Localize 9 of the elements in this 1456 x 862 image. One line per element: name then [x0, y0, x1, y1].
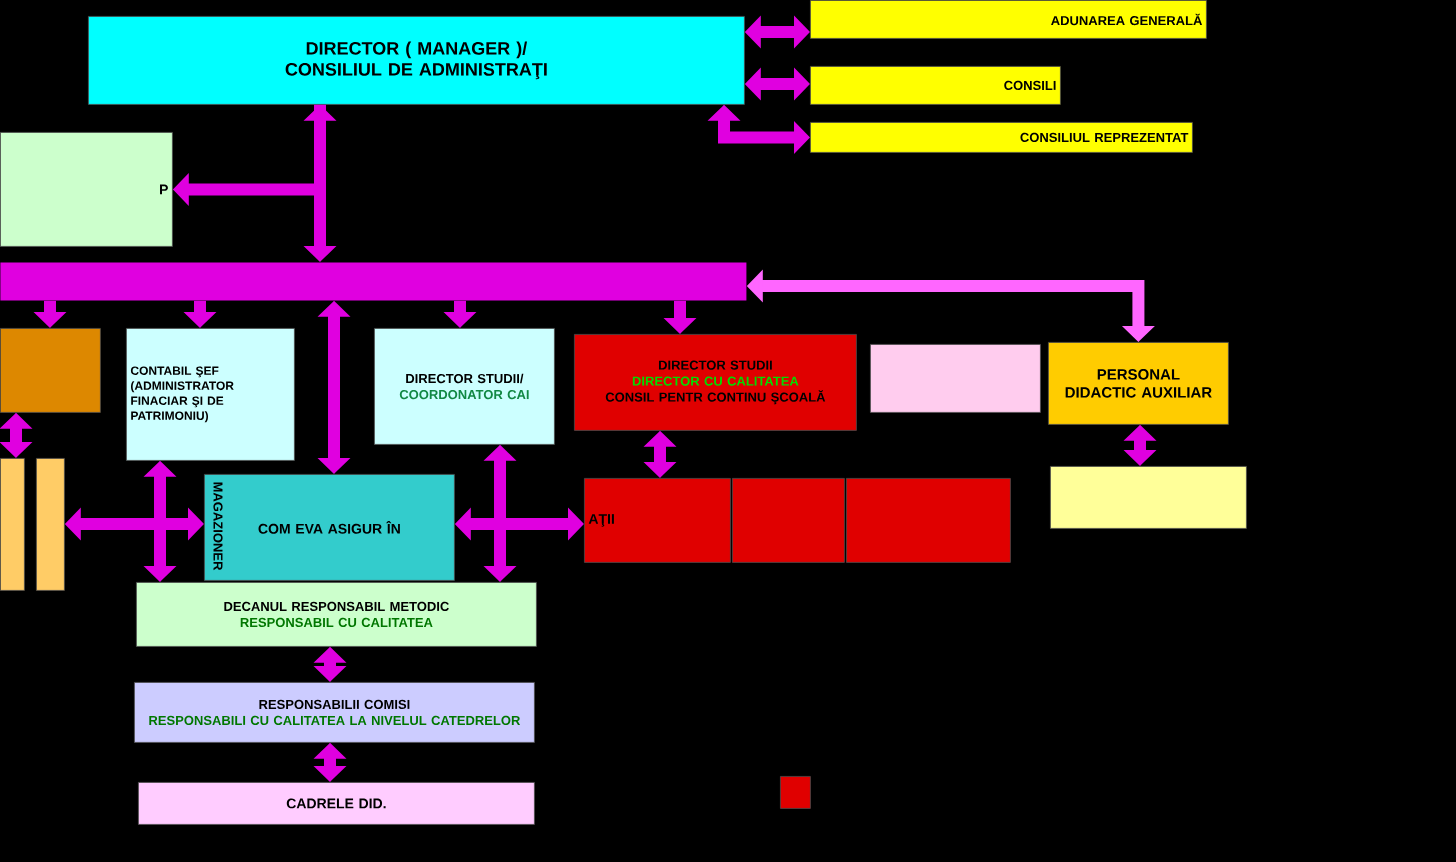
org-box: [0, 328, 101, 413]
org-box: [36, 458, 65, 591]
org-box: [846, 478, 1011, 563]
square-marker: [780, 776, 811, 809]
org-box: [1050, 466, 1247, 529]
org-box: [0, 458, 25, 591]
org-box: [870, 344, 1041, 413]
director-box: DIRECTOR ( MANAGER )/ CONSILIUL DE ADMINISTRAŢI: [88, 16, 745, 105]
org-box: [732, 478, 845, 563]
